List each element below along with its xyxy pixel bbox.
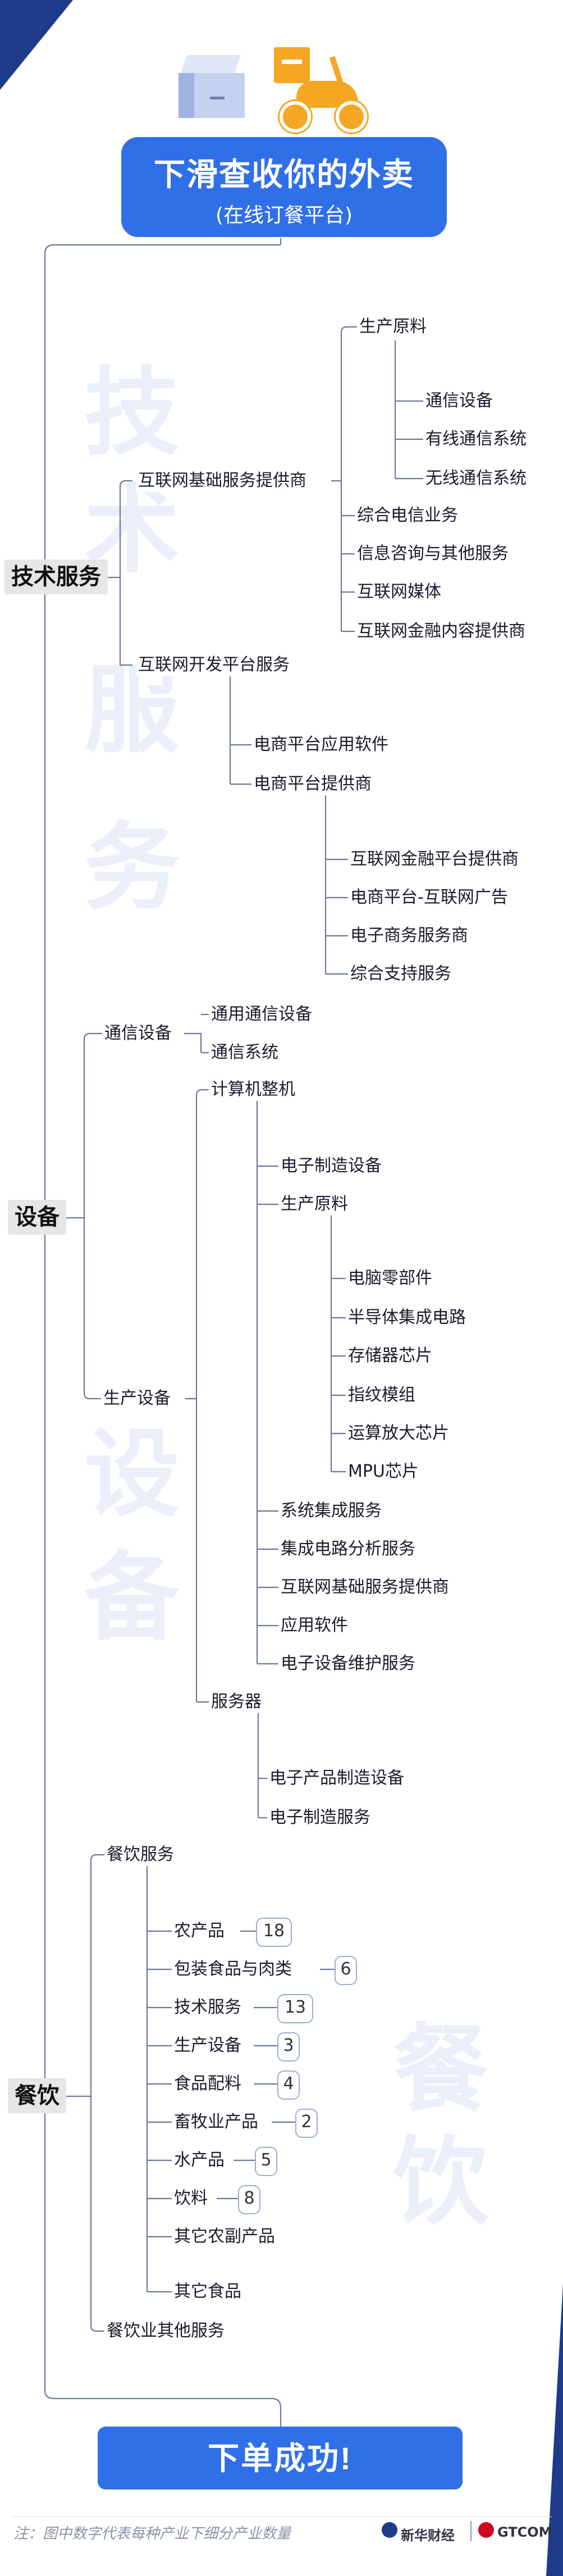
badge-production-equipment-food: 3 xyxy=(277,2032,300,2061)
gtcom-logo-icon xyxy=(478,2522,494,2538)
xinhua-finance-logo-icon xyxy=(382,2522,397,2538)
node-system-integration: 系统集成服务 xyxy=(278,1500,384,1522)
category-food: 餐饮 xyxy=(8,2078,66,2113)
node-semiconductor-ic: 半导体集成电路 xyxy=(346,1307,468,1329)
watermark-tech-1: 技 xyxy=(84,357,180,468)
node-electronic-product-mfg-equipment: 电子产品制造设备 xyxy=(267,1767,406,1790)
node-tech-services-food: 技术服务 xyxy=(172,1996,244,2019)
node-ecommerce-service-provider: 电子商务服务商 xyxy=(348,925,470,947)
footer-divider xyxy=(11,2516,552,2517)
node-info-consulting: 信息咨询与其他服务 xyxy=(355,543,511,565)
corner-decoration-bottom-right xyxy=(546,2284,563,2576)
node-server: 服务器 xyxy=(209,1691,264,1713)
node-aquatic-products: 水产品 xyxy=(172,2149,227,2172)
node-integrated-telecom: 综合电信业务 xyxy=(355,504,460,527)
node-beverages: 饮料 xyxy=(172,2187,210,2210)
watermark-equip-1: 设 xyxy=(84,1419,180,1530)
node-mpu-chip: MPU芯片 xyxy=(346,1460,421,1483)
node-production-equipment: 生产设备 xyxy=(101,1387,173,1410)
node-agricultural-products: 农产品 xyxy=(172,1920,227,1942)
node-application-software: 应用软件 xyxy=(278,1614,350,1637)
node-computer-unit: 计算机整机 xyxy=(209,1078,297,1101)
node-dev-platform-service: 互联网开发平台服务 xyxy=(136,654,292,676)
node-memory-chip: 存储器芯片 xyxy=(346,1345,434,1367)
page-subtitle: (在线订餐平台) xyxy=(215,204,353,227)
category-tech-services: 技术服务 xyxy=(4,559,108,594)
badge-packaged-food-meat: 6 xyxy=(335,1956,357,1985)
node-ecommerce-internet-ads: 电商平台-互联网广告 xyxy=(348,886,510,909)
node-other-agri-sideline: 其它农副产品 xyxy=(172,2225,277,2248)
node-food-ingredients: 食品配料 xyxy=(172,2073,244,2095)
node-comm-equipment-group: 通信设备 xyxy=(102,1022,174,1045)
node-ecommerce-platform-provider: 电商平台提供商 xyxy=(251,773,374,795)
node-ecommerce-app-software: 电商平台应用软件 xyxy=(251,734,391,756)
node-food-other-services: 餐饮业其他服务 xyxy=(104,2320,227,2342)
badge-food-ingredients: 4 xyxy=(277,2070,300,2100)
title-banner: 下滑查收你的外卖 (在线订餐平台) xyxy=(121,137,447,237)
brand-xinhua-finance: 新华财经 xyxy=(401,2528,455,2543)
watermark-tech-4: 务 xyxy=(84,812,180,923)
node-livestock-products: 畜牧业产品 xyxy=(172,2111,260,2133)
order-success-button[interactable]: 下单成功! xyxy=(98,2427,463,2489)
node-op-amp-chip: 运算放大芯片 xyxy=(346,1422,451,1445)
node-comm-system: 通信系统 xyxy=(209,1041,281,1064)
node-packaged-food-meat: 包装食品与肉类 xyxy=(172,1958,294,1981)
badge-beverages: 8 xyxy=(238,2185,260,2214)
node-electronic-mfg-equipment: 电子制造设备 xyxy=(278,1155,384,1177)
badge-agricultural-products: 18 xyxy=(256,1918,292,1947)
delivery-scooter-icon xyxy=(263,45,369,133)
node-computer-parts: 电脑零部件 xyxy=(346,1267,434,1290)
badge-livestock-products: 2 xyxy=(295,2109,318,2138)
badge-aquatic-products: 5 xyxy=(255,2147,277,2176)
node-internet-media: 互联网媒体 xyxy=(355,581,443,603)
node-food-service: 餐饮服务 xyxy=(104,1844,176,1866)
node-equipment-maintenance: 电子设备维护服务 xyxy=(278,1653,418,1675)
badge-tech-services-food: 13 xyxy=(277,1994,313,2023)
node-internet-finance-content: 互联网金融内容提供商 xyxy=(355,620,528,643)
node-wired-comm-system: 有线通信系统 xyxy=(423,428,529,450)
corner-decoration-top-left xyxy=(0,0,73,90)
node-comm-equipment: 通信设备 xyxy=(423,390,495,412)
brand-separator xyxy=(470,2521,472,2541)
watermark-food-2: 饮 xyxy=(393,2127,489,2238)
package-box-icon xyxy=(178,52,246,118)
node-ic-analysis: 集成电路分析服务 xyxy=(278,1538,418,1560)
page-title: 下滑查收你的外卖 xyxy=(154,157,414,193)
watermark-food-1: 餐 xyxy=(393,2014,489,2126)
node-electronic-mfg-service: 电子制造服务 xyxy=(267,1806,373,1829)
footnote: 注：图中数字代表每种产业下细分产业数量 xyxy=(13,2525,291,2542)
watermark-tech-3: 服 xyxy=(84,655,180,766)
watermark-equip-2: 备 xyxy=(84,1542,180,1654)
node-general-comm-equipment: 通用通信设备 xyxy=(209,1003,314,1026)
node-internet-finance-platform: 互联网金融平台提供商 xyxy=(348,848,521,871)
node-tech-raw-materials: 生产原料 xyxy=(357,316,429,338)
category-equipment: 设备 xyxy=(8,1200,66,1235)
node-production-equipment-food: 生产设备 xyxy=(172,2035,244,2057)
node-equip-raw-materials: 生产原料 xyxy=(278,1193,350,1216)
node-equip-internet-base: 互联网基础服务提供商 xyxy=(278,1576,451,1599)
node-other-food: 其它食品 xyxy=(172,2281,244,2303)
node-fingerprint-module: 指纹模组 xyxy=(346,1384,418,1407)
node-internet-base-service-provider: 互联网基础服务提供商 xyxy=(136,470,309,492)
brand-gtcom: GTCOM xyxy=(497,2524,552,2540)
node-integrated-support: 综合支持服务 xyxy=(348,963,454,985)
node-wireless-comm-system: 无线通信系统 xyxy=(423,467,529,490)
